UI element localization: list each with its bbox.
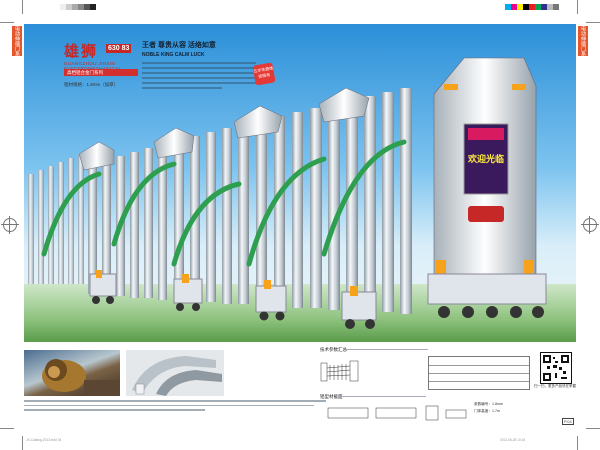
crop-mark: [22, 436, 23, 450]
slogan-cn: 王者 尊贵从容 活络如意: [142, 42, 216, 49]
description-text-block: [142, 62, 256, 92]
brand-subtitle: GUANGZHOU JINXIN ELECTROMECHANICAL: [64, 61, 121, 71]
qr-code-icon: [543, 355, 569, 381]
model-code: 630 83: [106, 44, 132, 53]
slug-right: 2013-06-28 10:16: [500, 438, 526, 442]
qr-code: [540, 352, 572, 384]
registration-mark: [1, 216, 19, 234]
crop-mark: [577, 436, 578, 450]
gray-bar: [60, 4, 96, 10]
spec-table: [428, 356, 530, 390]
slogan-en: NOBLE KING CALM LUCK: [142, 52, 205, 58]
lion-icon: [42, 359, 120, 396]
brand-bar: 高档铝合金门系列: [64, 69, 138, 76]
crop-mark: [577, 0, 578, 14]
service-badge: 五年免费维修服务: [252, 62, 276, 86]
color-bar: [505, 4, 559, 10]
brand-name: 雄狮: [64, 43, 99, 60]
slug-left: JX-Catalog-2013.indd 04: [26, 438, 62, 442]
profile-dimension-drawing: [327, 405, 467, 421]
side-tab-left: 电动伸缩门系列: [4, 26, 22, 56]
led-display-sign: 欢迎光临: [467, 153, 504, 165]
gate-line-drawing: [320, 360, 359, 382]
crop-mark: [586, 22, 600, 23]
side-tab-right: 电动伸缩门系列: [570, 26, 588, 56]
brand-spec: 铝材规格：1.8mm（加厚）: [64, 82, 119, 87]
retractable-gate-illustration: 欢迎光临: [28, 57, 547, 329]
crop-mark: [0, 428, 14, 429]
bottom-caption-text: [24, 400, 326, 414]
gate-detail-illustration: [132, 356, 222, 396]
section-rule: [346, 349, 428, 350]
slogan-block: 王者 尊贵从容 活络如意 NOBLE KING CALM LUCK: [142, 40, 252, 58]
lion-photo: [24, 350, 120, 396]
spec-code-1: 参数编号：1.8mm: [474, 402, 503, 406]
profile-title: 铝型材截面: [320, 394, 343, 399]
brand-panel: 雄狮 630 83 GUANGZHOU JINXIN ELECTROMECHAN…: [64, 40, 144, 114]
hero-product-image: 欢迎光临 雄狮 630 83 GUANGZHOU JINXIN ELECTROM…: [24, 24, 576, 342]
crop-mark: [22, 0, 23, 14]
crop-mark: [0, 22, 14, 23]
crop-mark: [586, 428, 600, 429]
spec-code-2: 门体高度：1.7m: [474, 409, 500, 413]
page-number: P.04: [562, 418, 574, 425]
dims-title: 技术参数汇总: [320, 347, 347, 352]
section-rule: [340, 396, 426, 397]
registration-mark: [581, 216, 599, 234]
gate-detail-photo: [126, 350, 224, 396]
brand-bar-text: 高档铝合金门系列: [67, 70, 103, 75]
qr-caption: 扫一扫，更多产品尽在掌握: [534, 384, 576, 388]
